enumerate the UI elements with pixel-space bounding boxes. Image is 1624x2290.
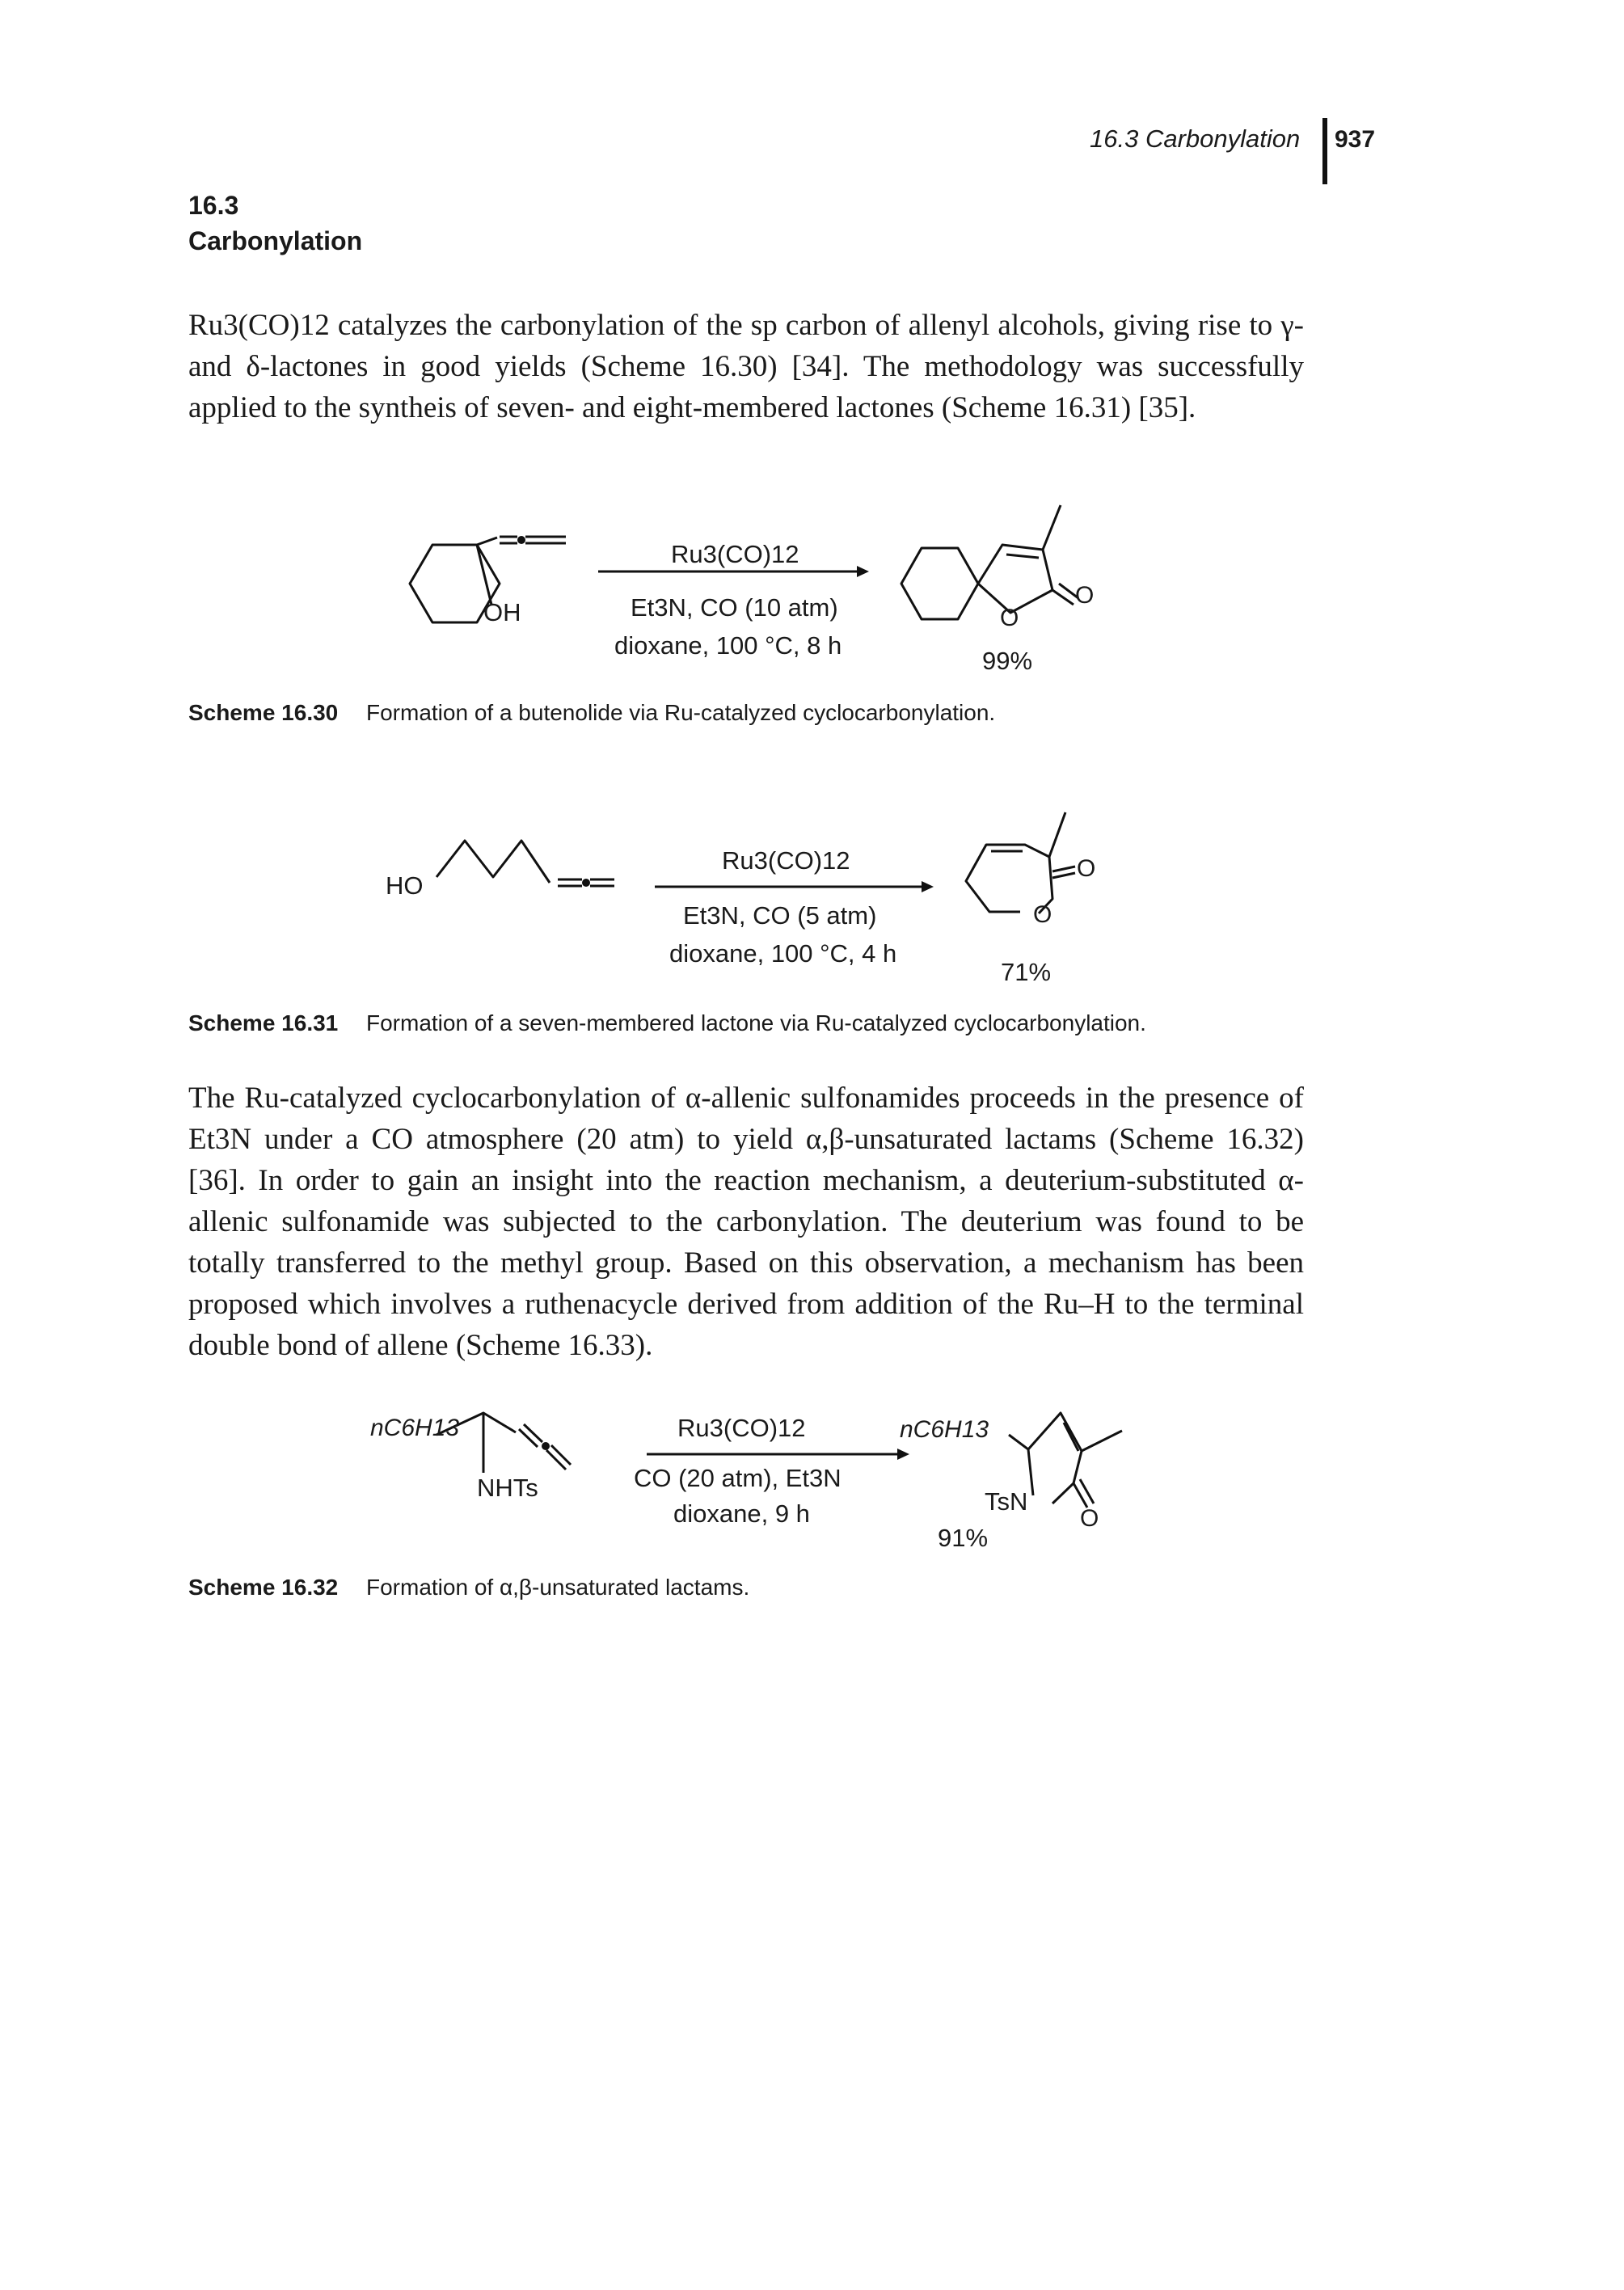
allene-central-carbon-dot (517, 536, 525, 544)
yield-16-30: 99% (982, 647, 1033, 675)
caption-text: Formation of a butenolide via Ru-catalyz… (366, 700, 996, 725)
body-paragraph-2: The Ru-catalyzed cyclocarbonylation of α… (188, 1082, 1304, 1362)
oh-label: OH (483, 598, 521, 626)
body-paragraph-1: Ru3(CO)12 catalyzes the carbonylation of… (188, 309, 1304, 424)
yield-16-31: 71% (1001, 958, 1052, 986)
conditions-line-2-16-31: dioxane, 100 °C, 4 h (669, 939, 897, 968)
section-number: 16.3 (188, 191, 239, 220)
ho-label: HO (386, 871, 424, 900)
nhts-label: NHTs (477, 1474, 538, 1502)
scheme-16-30-caption: Scheme 16.30 Formation of a butenolide vi… (188, 700, 995, 726)
substituent-label-product: nC6H13 (900, 1416, 989, 1443)
reagent-top-16-30: Ru3(CO)12 (671, 540, 799, 568)
carbonyl-o-label-16-32: O (1080, 1505, 1099, 1532)
carbonyl-o-label-16-31: O (1077, 855, 1096, 882)
scheme-label: Scheme 16.30 (188, 700, 339, 725)
conditions-line-1-16-30: Et3N, CO (10 atm) (631, 593, 838, 622)
butenolide-ring (977, 543, 1054, 614)
scheme-label: Scheme 16.32 (188, 1575, 339, 1600)
caption-text: Formation of α,β-unsaturated lactams. (366, 1575, 750, 1600)
header-rule (1322, 118, 1327, 184)
running-head: 16.3 Carbonylation (1090, 124, 1301, 153)
product-cyclohexane (900, 546, 980, 621)
allene-central-carbon-dot-3 (542, 1442, 550, 1450)
section-title: Carbonylation (188, 226, 363, 255)
caption-text: Formation of a seven-membered lactone vi… (366, 1010, 1146, 1035)
conditions-line-2-16-32: dioxane, 9 h (673, 1499, 810, 1528)
tsn-label: TsN (985, 1487, 1028, 1516)
scheme-16-31-caption: Scheme 16.31 Formation of a seven-membere… (188, 1010, 1146, 1036)
ring-o-label-16-31: O (1033, 901, 1052, 928)
conditions-line-1-16-32: CO (20 atm), Et3N (634, 1464, 842, 1492)
conditions-line-2-16-30: dioxane, 100 °C, 8 h (614, 631, 842, 660)
scheme-16-32-caption: Scheme 16.32 Formation of α,β-unsaturated… (188, 1575, 749, 1600)
reagent-top-16-31: Ru3(CO)12 (722, 846, 850, 875)
ring-o-label-16-30: O (1000, 605, 1019, 631)
page-number: 937 (1335, 126, 1376, 153)
alkyl-chain (435, 839, 551, 884)
reagent-top-16-32: Ru3(CO)12 (677, 1414, 806, 1442)
substituent-label-reactant: nC6H13 (370, 1415, 460, 1441)
scheme-label: Scheme 16.31 (188, 1010, 339, 1035)
allene-central-carbon-dot-2 (582, 879, 590, 887)
conditions-line-1-16-31: Et3N, CO (5 atm) (683, 901, 877, 930)
carbonyl-o-label-16-30: O (1075, 582, 1095, 609)
yield-16-32: 91% (938, 1524, 989, 1552)
